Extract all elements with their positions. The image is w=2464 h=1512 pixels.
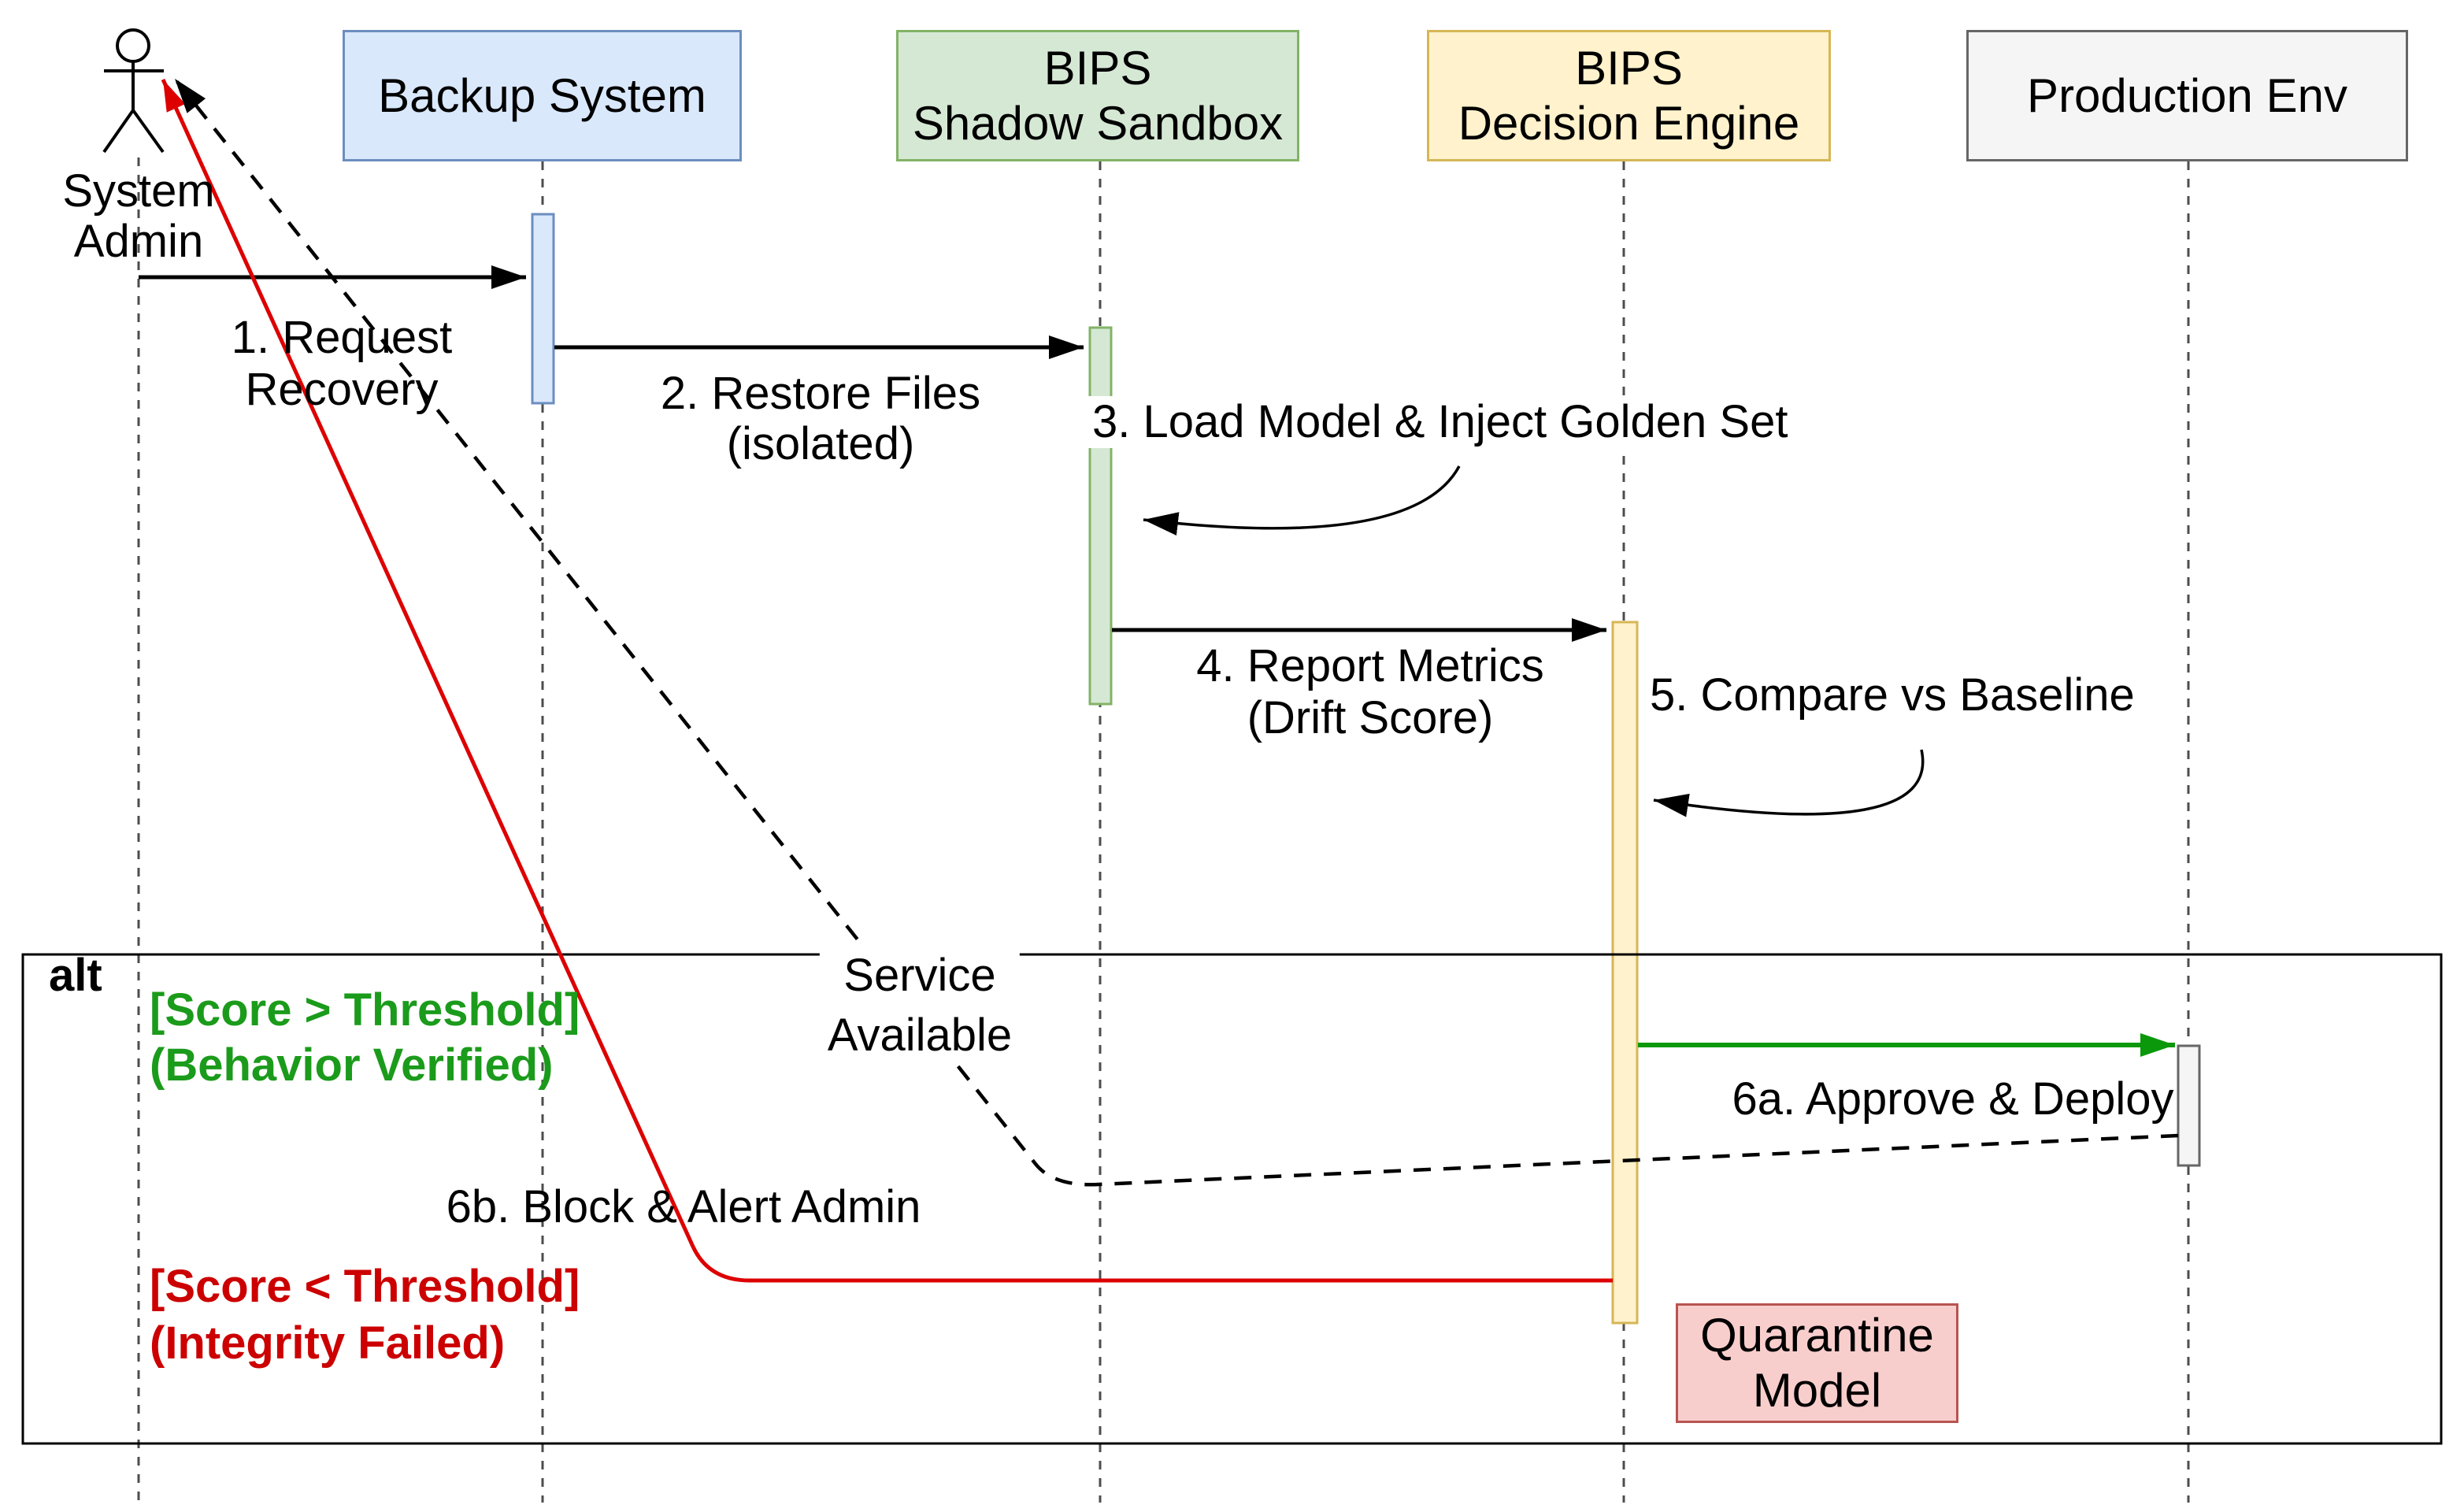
arrow-load-model-self xyxy=(1143,465,1461,536)
arrow-compare-baseline-self xyxy=(1653,749,1925,817)
arrow-service-available-return xyxy=(173,77,2179,1187)
actor-icon xyxy=(102,28,165,154)
activation-bips-shadow-sandbox xyxy=(1088,326,1113,706)
activation-bips-decision-engine xyxy=(1611,621,1639,1325)
alt-frame xyxy=(21,953,2443,1445)
arrow-block-alert-admin xyxy=(161,78,1613,1283)
activation-backup-system xyxy=(531,213,555,405)
activation-production-env xyxy=(2177,1044,2201,1167)
